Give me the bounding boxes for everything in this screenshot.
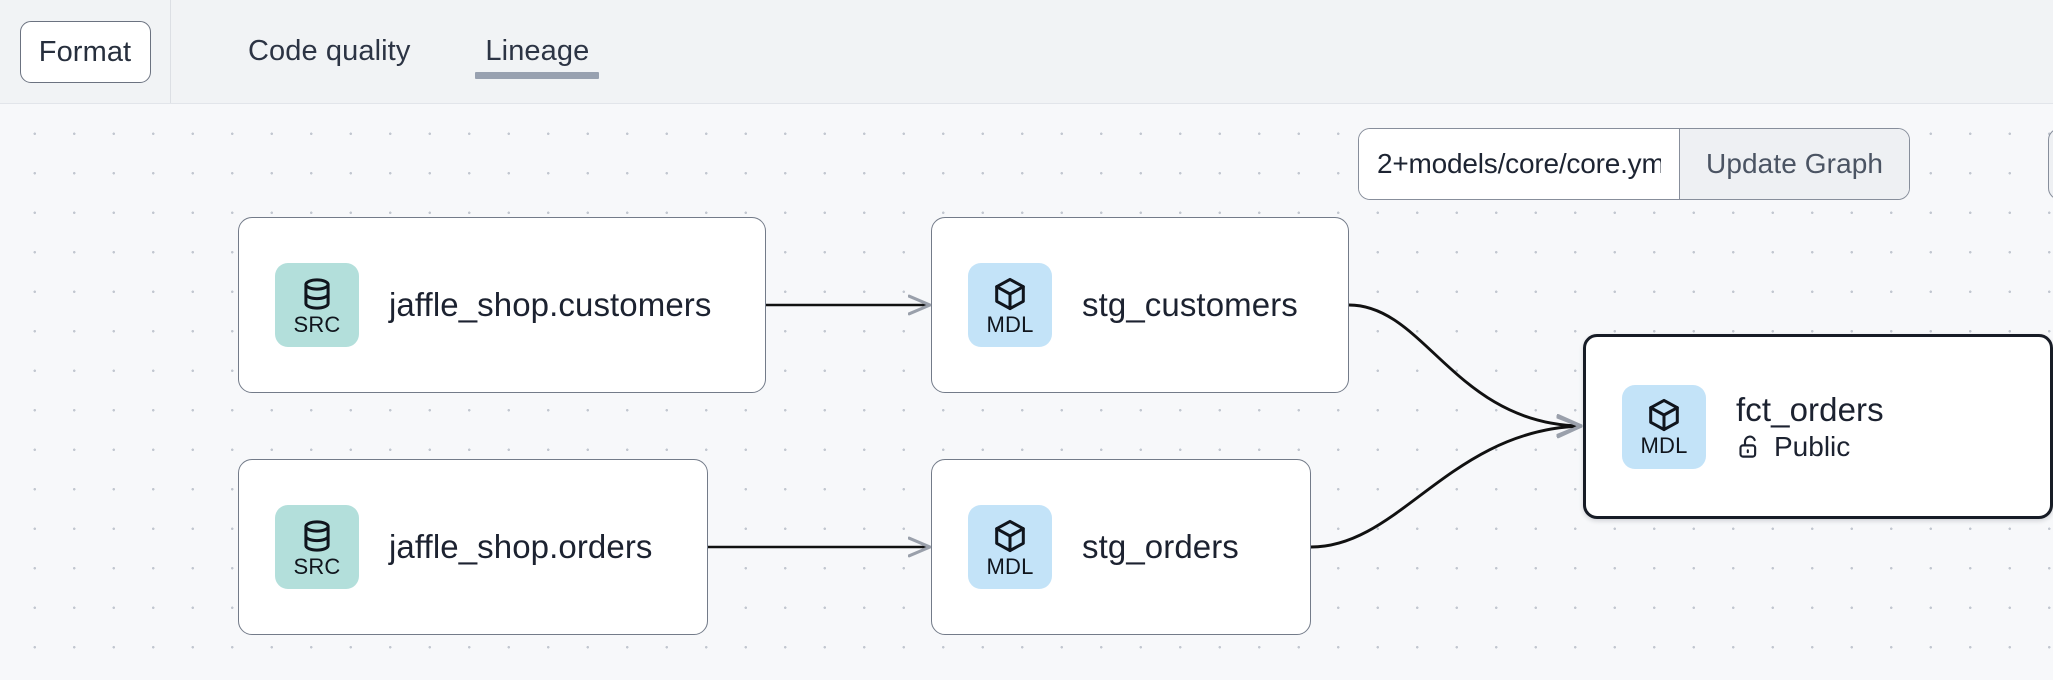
graph-selector-input[interactable] xyxy=(1359,129,1679,199)
model-badge-label: MDL xyxy=(1640,433,1688,458)
source-badge-label: SRC xyxy=(293,553,341,579)
model-badge-label: MDL xyxy=(986,311,1034,337)
node-text-block: jaffle_shop.orders xyxy=(389,528,653,566)
lineage-node-jaffle-shop-orders[interactable]: SRC jaffle_shop.orders xyxy=(238,459,708,635)
unlock-icon xyxy=(1739,435,1757,458)
tab-lineage-label: Lineage xyxy=(485,35,590,67)
database-icon xyxy=(304,519,330,552)
node-access-label: Public xyxy=(1774,430,1851,462)
graph-selector-control: Update Graph xyxy=(1358,128,1911,200)
format-button[interactable]: Format xyxy=(19,20,151,83)
model-badge-label: MDL xyxy=(986,553,1034,579)
editor-toolbar: Format Code quality Lineage xyxy=(0,0,2053,104)
model-badge: MDL xyxy=(968,505,1052,589)
lineage-node-jaffle-shop-customers[interactable]: SRC jaffle_shop.customers xyxy=(238,217,766,393)
cube-icon xyxy=(995,277,1025,310)
lineage-node-stg-customers[interactable]: MDL stg_customers xyxy=(931,217,1349,393)
tab-code-quality-label: Code quality xyxy=(248,35,411,67)
node-text-block: stg_orders xyxy=(1082,528,1239,566)
lineage-canvas[interactable]: SRC jaffle_shop.customers SRC jaffle_sho… xyxy=(0,104,2053,680)
database-icon xyxy=(304,277,330,310)
source-badge: SRC xyxy=(275,505,359,589)
node-access-row: Public xyxy=(1736,431,1884,463)
node-title: jaffle_shop.orders xyxy=(389,528,653,565)
node-title: jaffle_shop.customers xyxy=(389,286,712,323)
source-badge: SRC xyxy=(275,263,359,347)
node-text-block: fct_orders Public xyxy=(1736,391,1884,463)
cube-icon xyxy=(1649,398,1679,432)
edge-stg-customers-to-fct-orders xyxy=(1348,303,1581,426)
update-graph-button[interactable]: Update Graph xyxy=(1679,129,1910,199)
tab-lineage[interactable]: Lineage xyxy=(475,0,600,103)
lineage-node-stg-orders[interactable]: MDL stg_orders xyxy=(931,459,1311,635)
tab-code-quality[interactable]: Code quality xyxy=(238,0,420,103)
edge-stg-orders-to-fct-orders xyxy=(1310,426,1581,549)
tab-bar: Code quality Lineage xyxy=(171,0,2053,103)
node-title: fct_orders xyxy=(1736,390,1884,428)
model-badge: MDL xyxy=(1622,384,1706,469)
format-button-zone: Format xyxy=(0,0,171,103)
tab-active-underline xyxy=(475,72,600,79)
graph-controls-overflow-panel[interactable] xyxy=(2048,128,2053,200)
source-badge-label: SRC xyxy=(293,311,341,337)
node-text-block: stg_customers xyxy=(1082,286,1298,324)
lineage-node-fct-orders[interactable]: MDL fct_orders Public xyxy=(1583,334,2053,519)
model-badge: MDL xyxy=(968,263,1052,347)
node-text-block: jaffle_shop.customers xyxy=(389,286,712,324)
node-title: stg_customers xyxy=(1082,286,1298,323)
node-title: stg_orders xyxy=(1082,528,1239,565)
cube-icon xyxy=(995,519,1025,552)
